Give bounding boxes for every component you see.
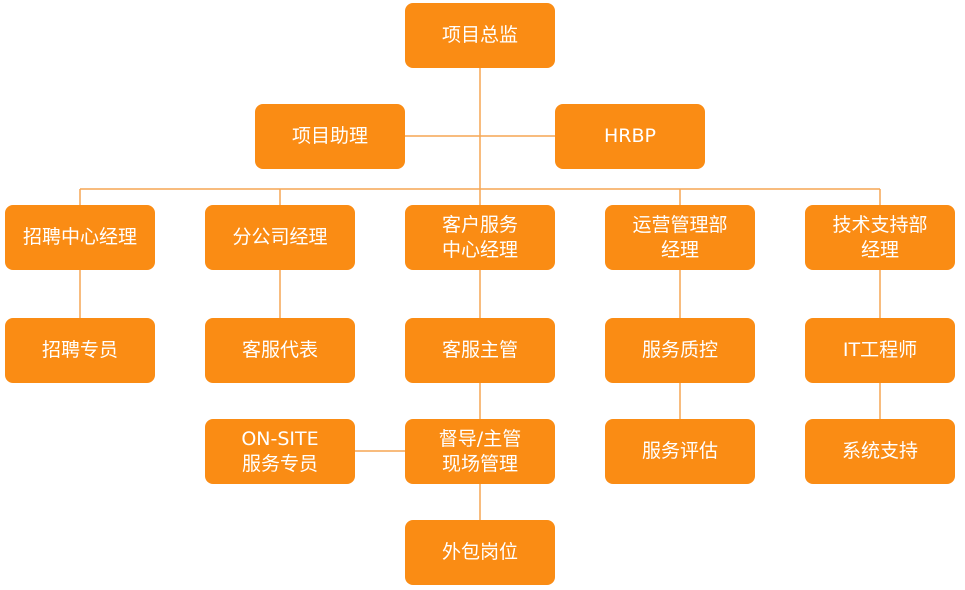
node-field-management: 督导/主管 现场管理 [405, 419, 555, 484]
node-branch-manager: 分公司经理 [205, 205, 355, 270]
node-cs-center-manager: 客户服务 中心经理 [405, 205, 555, 270]
node-recruit-manager: 招聘中心经理 [5, 205, 155, 270]
node-service-qa: 服务质控 [605, 318, 755, 383]
node-hrbp: HRBP [555, 104, 705, 169]
node-ops-manager: 运营管理部 经理 [605, 205, 755, 270]
node-project-assistant: 项目助理 [255, 104, 405, 169]
node-system-support: 系统支持 [805, 419, 955, 484]
node-service-evaluation: 服务评估 [605, 419, 755, 484]
node-cs-representative: 客服代表 [205, 318, 355, 383]
node-cs-supervisor: 客服主管 [405, 318, 555, 383]
node-tech-support-manager: 技术支持部 经理 [805, 205, 955, 270]
node-outsourced-positions: 外包岗位 [405, 520, 555, 585]
node-project-director: 项目总监 [405, 3, 555, 68]
node-recruit-specialist: 招聘专员 [5, 318, 155, 383]
node-it-engineer: IT工程师 [805, 318, 955, 383]
node-onsite-specialist: ON-SITE 服务专员 [205, 419, 355, 484]
